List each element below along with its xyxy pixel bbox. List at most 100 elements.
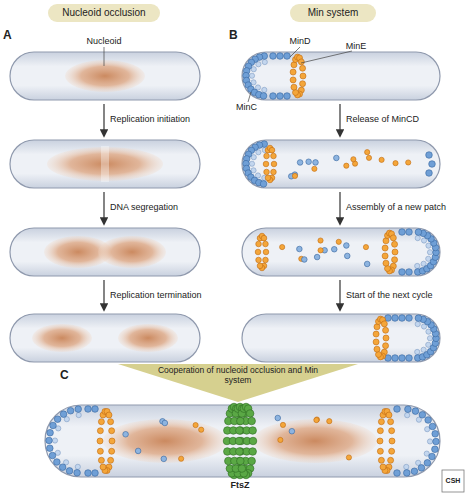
mine-ring-bead [256,257,262,263]
mine-particle [346,455,351,460]
cell-envelope [242,140,440,188]
minc-bead [427,250,432,255]
mincd-particle [334,155,340,161]
mind-bead [85,470,92,477]
mind-bead [394,406,401,413]
mine-ring-bead [271,153,277,159]
section-header: Nucleoid occlusion [48,4,160,22]
mind-bead [403,470,410,477]
mind-bead [399,229,406,236]
nucleoid [103,419,227,463]
bacterial-cell [10,228,200,276]
minc-bead [404,464,409,469]
mine-ring-bead [264,169,270,175]
mine-ring-bead [271,161,277,167]
mine-ring-bead [97,428,103,434]
mine-ring-bead [108,419,114,425]
mine-ring-bead [108,457,114,463]
mind-bead [46,437,53,444]
mind-bead [419,411,426,418]
minc-bead [415,263,420,268]
annotation-label: Replication initiation [110,114,190,125]
step-arrow [103,104,104,136]
minc-bead [426,243,431,248]
minc-bead [262,59,267,64]
minc-bead [52,438,57,443]
mine-ring-bead [106,412,112,418]
mine-particle [314,417,319,422]
nucleoid [47,147,163,181]
mind-bead [392,315,399,322]
mine-ring-bead [383,343,389,349]
annotation-label: MinE [346,41,367,52]
mine-particle [278,437,283,442]
mind-bead [426,152,433,159]
ftsz-bead [248,457,256,465]
step-arrow [339,104,340,136]
minc-bead [262,87,267,92]
mind-bead [260,181,267,188]
mine-ring-bead [109,448,115,454]
mine-ring-bead [298,59,304,65]
mine-ring-bead [392,249,398,255]
mine-particle [179,456,184,461]
mine-ring-bead [109,438,115,444]
mine-particle [280,422,285,427]
cell-envelope [45,405,440,477]
bacterial-cell [242,52,440,100]
mine-ring-bead [373,339,379,345]
minc-bead [251,168,256,173]
step-arrow [339,280,340,310]
ftsz-bead [249,427,257,435]
mine-particle [280,244,285,249]
mind-bead [429,453,436,460]
leader-line [301,51,352,63]
nucleoid [98,236,166,268]
annotation-label: Assembly of a new patch [346,202,446,213]
cell-envelope [242,52,440,100]
mind-bead [59,464,66,471]
minc-bead [415,322,420,327]
mind-bead [54,459,61,466]
minc-bead [55,450,60,455]
mind-bead [277,53,284,60]
mine-ring-bead [378,419,384,425]
mincd-particle [162,420,168,426]
mine-particle [314,417,319,422]
mine-ring-bead [97,438,103,444]
mine-ring-bead [290,69,296,75]
mincd-particle [331,246,337,252]
mind-bead [415,315,422,322]
mind-bead [47,445,54,452]
bacterial-cell [10,52,200,100]
bacterial-cell [242,228,440,276]
minc-bead [425,427,430,432]
mine-ring-bead [380,464,386,470]
mind-bead [54,416,61,423]
mine-ring-bead [381,321,387,327]
mind-bead [270,93,277,100]
mind-bead [394,470,401,477]
panel-letter: C [60,368,69,382]
mine-particle [336,239,341,244]
ftsz-bead [237,417,245,425]
minc-bead [426,329,431,334]
node-label: Min system [290,4,376,22]
mind-bead [432,446,439,453]
mine-ring-bead [300,81,306,87]
minc-bead [75,464,80,469]
mind-bead [60,411,67,418]
mind-bead [92,406,99,413]
minc-bead [415,236,420,241]
annotation-label: CSH [446,476,461,485]
mincd-particle [344,243,350,249]
mine-particle [318,238,323,243]
mind-bead [260,93,267,100]
mind-bead [399,315,406,322]
mine-ring-bead [300,65,306,71]
mind-bead [429,423,436,430]
ftsz-bead [248,417,256,425]
mind-bead [284,53,291,60]
minc-bead [251,80,256,85]
mine-particle [199,427,204,432]
